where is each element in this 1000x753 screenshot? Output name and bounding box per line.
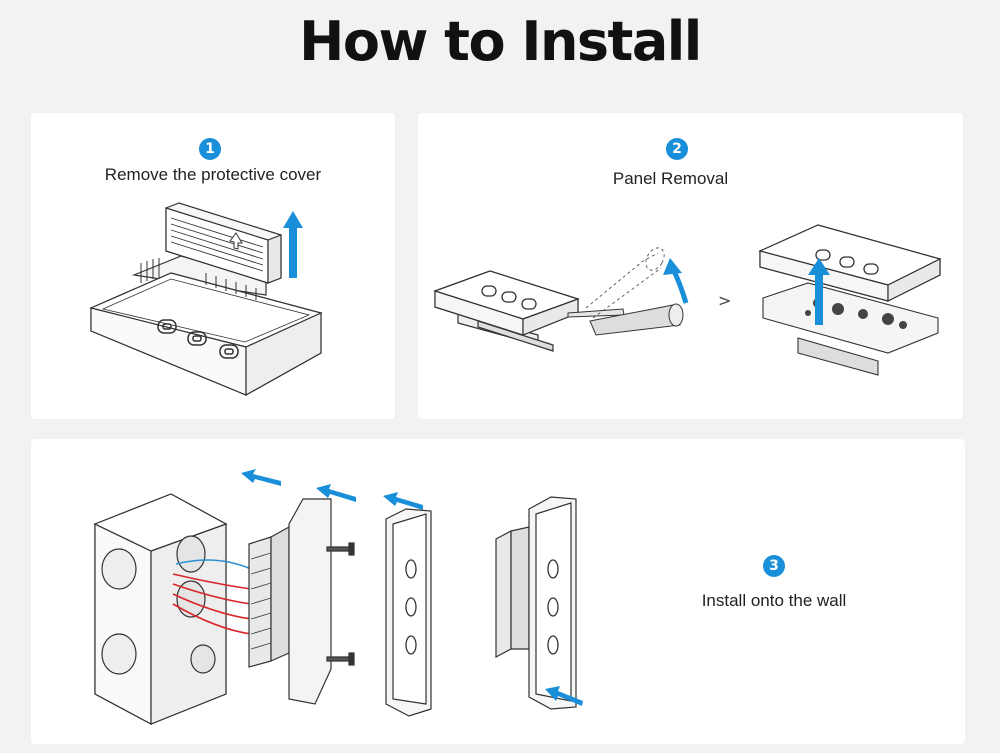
step-3-label: Install onto the wall — [701, 591, 847, 610]
wall-install-illustration — [93, 469, 583, 726]
step-2-label: Panel Removal — [612, 169, 729, 188]
page-title: How to Install — [299, 10, 702, 73]
step-1-label: Remove the protective cover — [104, 165, 322, 184]
step-1-badge: 1 — [199, 138, 221, 160]
remove-cover-illustration — [89, 202, 323, 397]
step-3-badge: 3 — [763, 555, 785, 577]
step-3-card: 3 Install onto the wall — [31, 439, 965, 744]
panel-removal-illustration: > — [433, 224, 942, 376]
step-2-badge: 2 — [666, 138, 688, 160]
step-1-card: 1 Remove the protective cover — [31, 113, 395, 419]
step-2-card: 2 Panel Removal > — [418, 113, 963, 419]
step-separator-arrow: > — [718, 291, 731, 310]
